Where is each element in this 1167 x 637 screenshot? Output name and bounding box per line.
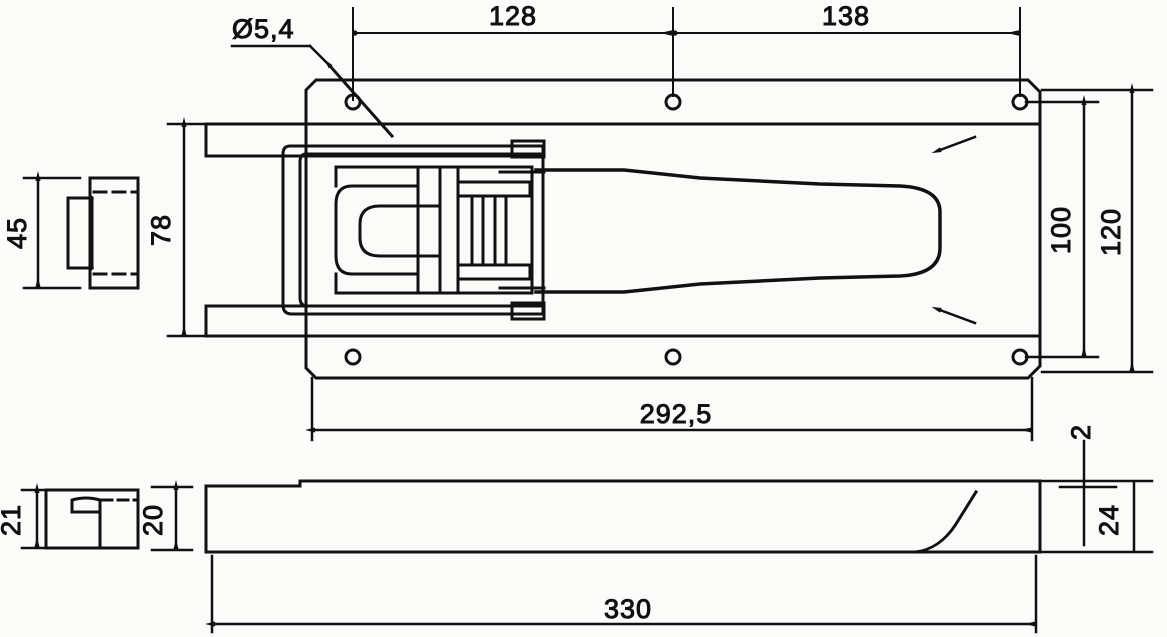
end-view-tongue <box>66 196 94 270</box>
hole-bottom-left <box>344 348 362 366</box>
end-view-step-lower <box>88 265 95 290</box>
top-view-handle-body <box>281 144 545 316</box>
end-elev-body <box>44 488 140 550</box>
rail-lower <box>204 304 532 338</box>
dim-label-292-5: 292,5 <box>640 399 713 429</box>
hook-outline <box>534 168 942 294</box>
dim-label-100: 100 <box>1046 206 1076 254</box>
dim-label-45: 45 <box>2 217 32 249</box>
dim-100-group <box>1024 95 1100 359</box>
dim-label-78: 78 <box>146 214 176 246</box>
plate-outline <box>304 78 1042 380</box>
dim-label-20: 20 <box>138 504 168 536</box>
hole-top-middle <box>664 93 682 111</box>
handle-outer-outline <box>281 144 545 316</box>
corner-break-marks <box>931 135 977 325</box>
dim-label-330: 330 <box>604 594 652 624</box>
end-elev-hook <box>70 496 102 514</box>
end-view-outer-body <box>88 176 140 290</box>
left-end-view-top <box>66 176 140 290</box>
pin-boss-upper <box>510 139 546 159</box>
break-mark-top <box>931 135 977 154</box>
end-view-step-upper <box>88 176 95 201</box>
top-view-plate <box>204 78 1042 380</box>
top-view-pivot-block <box>438 139 546 321</box>
dim-292-group <box>305 376 1034 442</box>
dim-label-138: 138 <box>822 1 870 31</box>
rail-upper <box>204 122 532 158</box>
dim-label-120: 120 <box>1096 208 1126 256</box>
dim-78-group <box>166 117 208 338</box>
dim-label-24: 24 <box>1094 504 1124 536</box>
hole-bottom-middle <box>664 348 682 366</box>
pin-boss-lower <box>510 301 546 321</box>
dim-2-group <box>1058 439 1118 547</box>
dim-120-group <box>1040 83 1154 374</box>
pivot-plate-upper <box>456 180 532 198</box>
handle-inner-outline <box>298 152 545 308</box>
cam-inner <box>358 204 442 258</box>
top-view-hook-tongue <box>534 168 942 294</box>
dim-label-21: 21 <box>0 504 26 536</box>
front-view-ramp <box>914 489 979 554</box>
hole-top-left <box>344 93 362 111</box>
dim-330-group <box>205 554 1038 634</box>
dim-label-2: 2 <box>1066 424 1096 440</box>
top-view-cam-pocket <box>334 165 442 295</box>
dim-45-group <box>22 171 82 290</box>
front-view-outline <box>204 479 1042 488</box>
pivot-frame <box>438 165 534 295</box>
mounting-holes-top-view <box>344 93 1029 366</box>
dim-24-group <box>1040 479 1154 554</box>
cam-outer <box>334 184 420 276</box>
dim-label-hole-diameter: Ø5,4 <box>232 14 295 44</box>
dim-label-128: 128 <box>489 1 537 31</box>
pivot-plate-lower <box>456 263 532 281</box>
left-end-view-front <box>44 488 140 550</box>
top-view-body-rails <box>204 122 532 338</box>
top-dimension-group <box>352 7 1021 101</box>
dim-20-group <box>150 480 194 552</box>
break-mark-bottom <box>931 306 977 325</box>
front-view <box>204 479 1042 554</box>
dim-21-group <box>20 483 48 550</box>
